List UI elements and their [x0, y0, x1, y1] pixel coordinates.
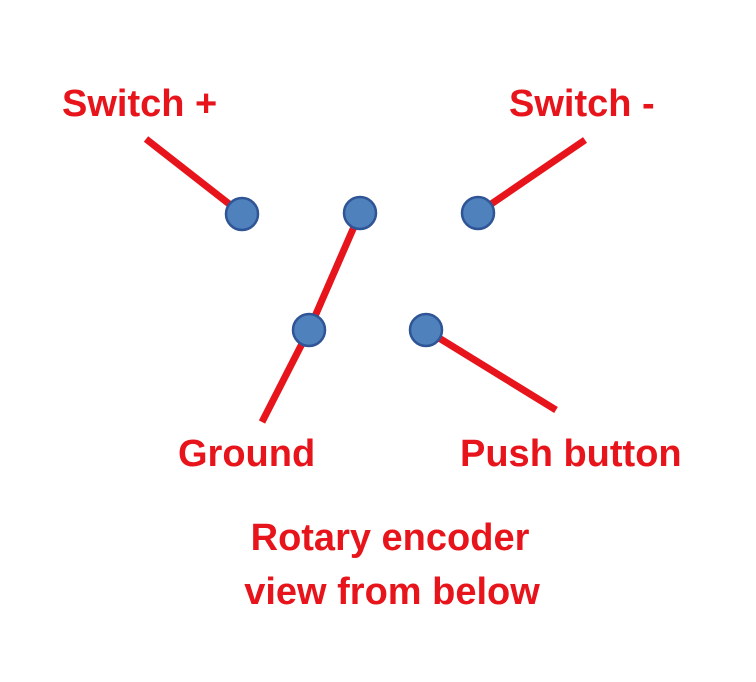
ground-leader-line-upper	[305, 211, 364, 332]
push-button-pin	[408, 312, 444, 348]
switch-minus-leader-line	[476, 137, 587, 216]
caption-line-2: view from below	[244, 571, 540, 613]
ground-top-pin	[342, 195, 378, 231]
switch-plus-label: Switch +	[62, 83, 217, 125]
push-button-label: Push button	[460, 433, 682, 475]
caption-line-1: Rotary encoder	[251, 517, 530, 559]
switch-plus-leader-line	[143, 136, 245, 217]
ground-pin	[291, 312, 327, 348]
switch-plus-pin	[224, 196, 260, 232]
push-button-leader-line	[424, 327, 558, 413]
switch-minus-pin	[460, 195, 496, 231]
switch-minus-label: Switch -	[509, 83, 655, 125]
ground-label: Ground	[178, 433, 315, 475]
